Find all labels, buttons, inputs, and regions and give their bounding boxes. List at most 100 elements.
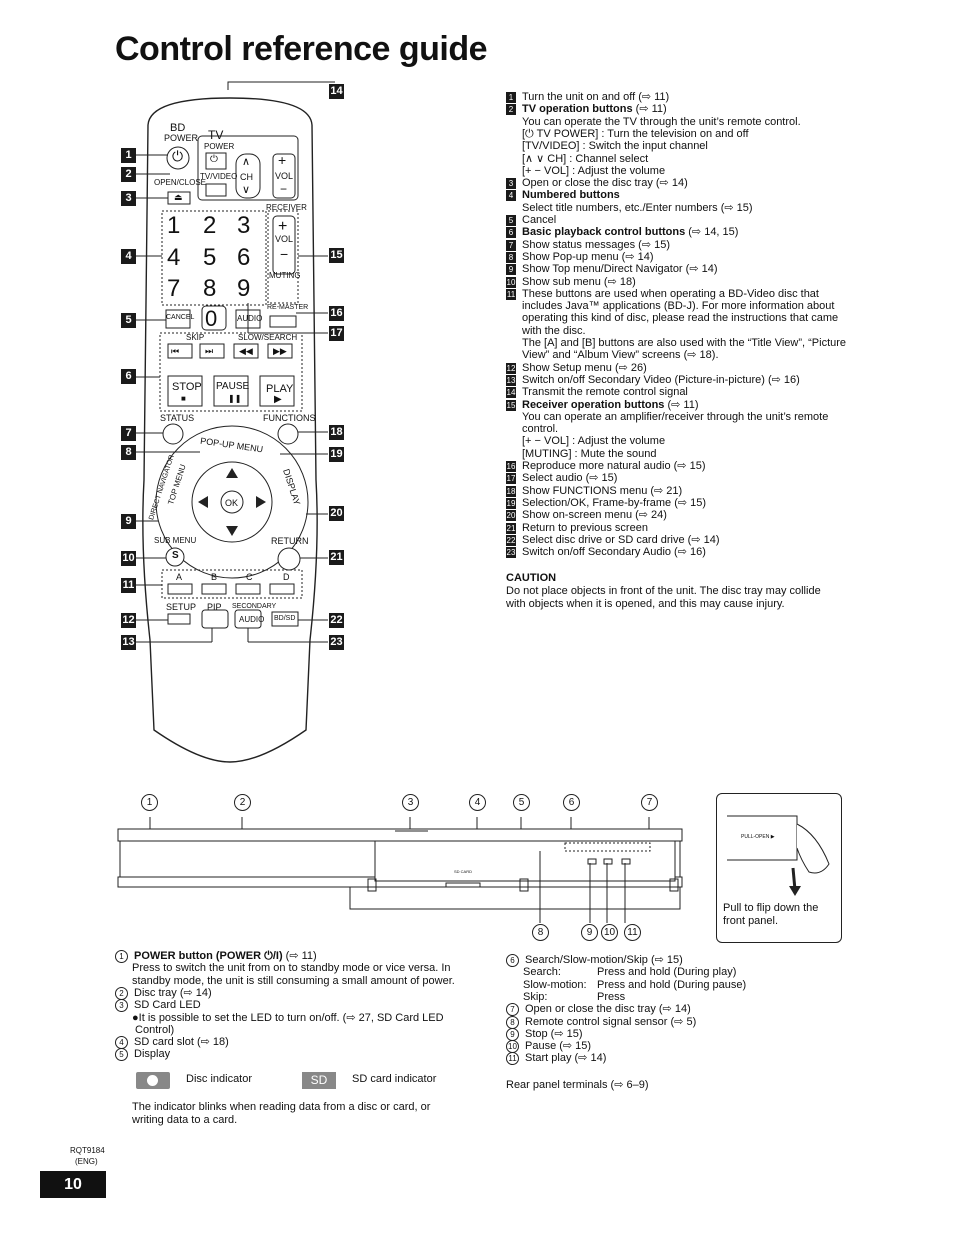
unit-marker-11: 11 — [624, 924, 641, 941]
tv-power-icon[interactable]: ⏻ — [210, 154, 218, 165]
circled-number: 10 — [506, 1040, 519, 1054]
color-button-a[interactable]: A — [176, 572, 183, 582]
list-text: Switch on/off Secondary Video (Picture-i… — [522, 373, 800, 386]
list-number: 20 — [506, 510, 516, 522]
sub-menu-button[interactable]: S — [172, 550, 179, 561]
stop-button[interactable]: STOP — [172, 381, 202, 393]
list-text: Show sub menu (⇨ 18) — [522, 275, 636, 288]
circled-number: 9 — [506, 1027, 519, 1041]
play-icon: ▶ — [274, 394, 282, 405]
return-button[interactable]: RETURN — [271, 536, 309, 546]
unit-marker-9: 9 — [581, 924, 598, 941]
power-icon[interactable]: ⏻ — [172, 148, 184, 164]
key-3[interactable]: 3 — [237, 212, 251, 239]
list-text: Select audio (⇨ 15) — [522, 472, 618, 485]
ch-up-icon[interactable]: ∧ — [242, 156, 251, 168]
sd-card-slot-label: SD CARD — [454, 869, 473, 874]
description-row: 10 Pause (⇨ 15) — [506, 1040, 866, 1054]
description-row: Press to switch the unit from on to stan… — [115, 962, 475, 974]
key-1[interactable]: 1 — [167, 212, 181, 239]
disc-indicator-icon — [136, 1072, 170, 1089]
receiver-vol-down-icon[interactable]: − — [280, 246, 289, 262]
eject-icon[interactable]: ⏏ — [174, 192, 183, 202]
ch-down-icon[interactable]: ∨ — [242, 184, 251, 196]
list-text: includes Java™ applications (BD-J). For … — [522, 300, 835, 313]
tv-vol-down-icon[interactable]: − — [280, 182, 288, 196]
key-8[interactable]: 8 — [203, 275, 217, 302]
description-text: SD Card LED — [134, 999, 201, 1012]
secondary-audio-button[interactable]: AUDIO — [239, 615, 265, 624]
color-button-d[interactable]: D — [283, 572, 290, 582]
setup-button[interactable]: SETUP — [166, 602, 197, 612]
audio-button[interactable]: AUDIO — [237, 314, 263, 323]
callout-11: 11 — [121, 578, 136, 593]
status-button[interactable]: STATUS — [160, 413, 195, 423]
play-button[interactable]: PLAY — [266, 383, 294, 395]
bd-sd-button[interactable]: BD/SD — [274, 615, 296, 622]
description-text: SD card slot (⇨ 18) — [134, 1036, 229, 1049]
circled-number: 3 — [115, 999, 128, 1013]
receiver-vol-up-icon[interactable]: + — [278, 218, 288, 235]
list-text: The [A] and [B] buttons are also used wi… — [522, 337, 847, 349]
callout-23: 23 — [329, 635, 344, 650]
list-text: Show status messages (⇨ 15) — [522, 238, 671, 251]
callout-20: 20 — [329, 506, 344, 521]
functions-button[interactable]: FUNCTIONS — [263, 413, 316, 423]
key-2[interactable]: 2 — [203, 212, 217, 239]
list-text: Show Setup menu (⇨ 26) — [522, 361, 647, 374]
description-text: standby mode, the unit is still consumin… — [132, 974, 455, 987]
key-4[interactable]: 4 — [167, 244, 181, 271]
key-9[interactable]: 9 — [237, 275, 251, 302]
key-5[interactable]: 5 — [203, 244, 217, 271]
list-text: [⏻ TV POWER] : Turn the television on an… — [522, 127, 749, 140]
color-button-b[interactable]: B — [211, 572, 218, 582]
description-text: Stop (⇨ 15) — [525, 1027, 583, 1040]
pause-button[interactable]: PAUSE — [216, 381, 250, 392]
key-7[interactable]: 7 — [167, 275, 181, 302]
cancel-button[interactable]: CANCEL — [166, 314, 195, 321]
remote-control-illustration — [136, 81, 335, 763]
doc-lang: (ENG) — [75, 1157, 98, 1166]
tv-vol-up-icon[interactable]: + — [278, 152, 287, 168]
skip-back-icon[interactable]: ⏮ — [171, 346, 180, 356]
list-text: [+ − VOL] : Adjust the volume — [522, 164, 666, 177]
description-text: Pause (⇨ 15) — [525, 1040, 592, 1053]
rewind-icon[interactable]: ◀◀ — [239, 346, 253, 356]
list-text: You can operate the TV through the unit’… — [522, 115, 801, 128]
remote-bd-label: BD — [170, 122, 186, 134]
callout-10: 10 — [121, 551, 136, 566]
list-number: 12 — [506, 362, 516, 374]
circled-number: 6 — [506, 954, 519, 967]
unit-marker-8: 8 — [532, 924, 549, 941]
remote-power-label: POWER — [164, 133, 199, 143]
unit-marker-7: 7 — [641, 794, 658, 811]
circled-number: 11 — [506, 1052, 519, 1066]
flip-panel-illustration — [727, 815, 830, 896]
remote-slow-search-label: SLOW/SEARCH — [238, 333, 298, 342]
list-number: 5 — [506, 215, 516, 226]
key-6[interactable]: 6 — [237, 244, 251, 271]
description-text: Press to switch the unit from on to stan… — [132, 962, 451, 975]
list-number: 6 — [506, 227, 516, 239]
flip-note-line-1: Pull to flip down the — [723, 902, 819, 914]
list-number: 7 — [506, 239, 516, 251]
key-0[interactable]: 0 — [205, 306, 218, 331]
callout-15: 15 — [329, 248, 344, 263]
callout-9: 9 — [121, 514, 136, 529]
ok-button[interactable]: OK — [225, 498, 239, 508]
pip-button[interactable]: PIP — [207, 602, 222, 612]
callout-2: 2 — [121, 167, 136, 182]
description-value: Press — [597, 990, 626, 1003]
description-row: Skip:Press — [506, 991, 866, 1003]
skip-forward-icon[interactable]: ⏭ — [205, 346, 214, 356]
list-text: control. — [522, 423, 559, 436]
fast-forward-icon[interactable]: ▶▶ — [273, 346, 287, 356]
sd-indicator-label: SD card indicator — [352, 1073, 437, 1085]
color-button-c[interactable]: C — [246, 572, 253, 582]
callout-4: 4 — [121, 249, 136, 264]
callout-12: 12 — [121, 613, 136, 628]
